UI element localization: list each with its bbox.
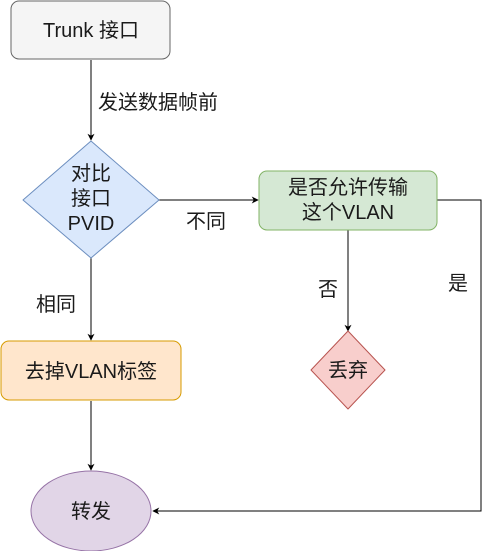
node-vlan-allowed: 是否允许传输 这个VLAN bbox=[258, 170, 438, 231]
node-allowed-line-1: 是否允许传输 bbox=[288, 176, 408, 199]
edge-label-same: 相同 bbox=[36, 293, 76, 316]
node-compare-line-2: 接口 bbox=[71, 187, 111, 210]
node-start: Trunk 接口 bbox=[10, 0, 171, 60]
edge-label-yes: 是 bbox=[448, 273, 468, 295]
edge-allowed-to-forward bbox=[152, 199, 482, 515]
edge-label-different: 不同 bbox=[186, 211, 226, 233]
node-compare-line-1: 对比 bbox=[71, 162, 111, 185]
node-strip-label: 去掉VLAN标签 bbox=[25, 360, 157, 383]
edge-label-no: 否 bbox=[318, 279, 338, 301]
node-start-label: Trunk 接口 bbox=[43, 19, 139, 42]
edges bbox=[87, 60, 482, 515]
node-compare-pvid: 对比 接口 PVID bbox=[22, 140, 160, 259]
node-allowed-line-2: 这个VLAN bbox=[302, 201, 394, 224]
node-compare-line-3: PVID bbox=[68, 213, 115, 235]
node-drop-label: 丢弃 bbox=[328, 359, 368, 382]
node-drop: 丢弃 bbox=[310, 330, 386, 410]
node-forward-label: 转发 bbox=[71, 500, 111, 523]
node-forward: 转发 bbox=[30, 470, 152, 551]
edge-label-send: 发送数据帧前 bbox=[98, 91, 218, 114]
node-strip-vlan-tag: 去掉VLAN标签 bbox=[0, 340, 182, 401]
